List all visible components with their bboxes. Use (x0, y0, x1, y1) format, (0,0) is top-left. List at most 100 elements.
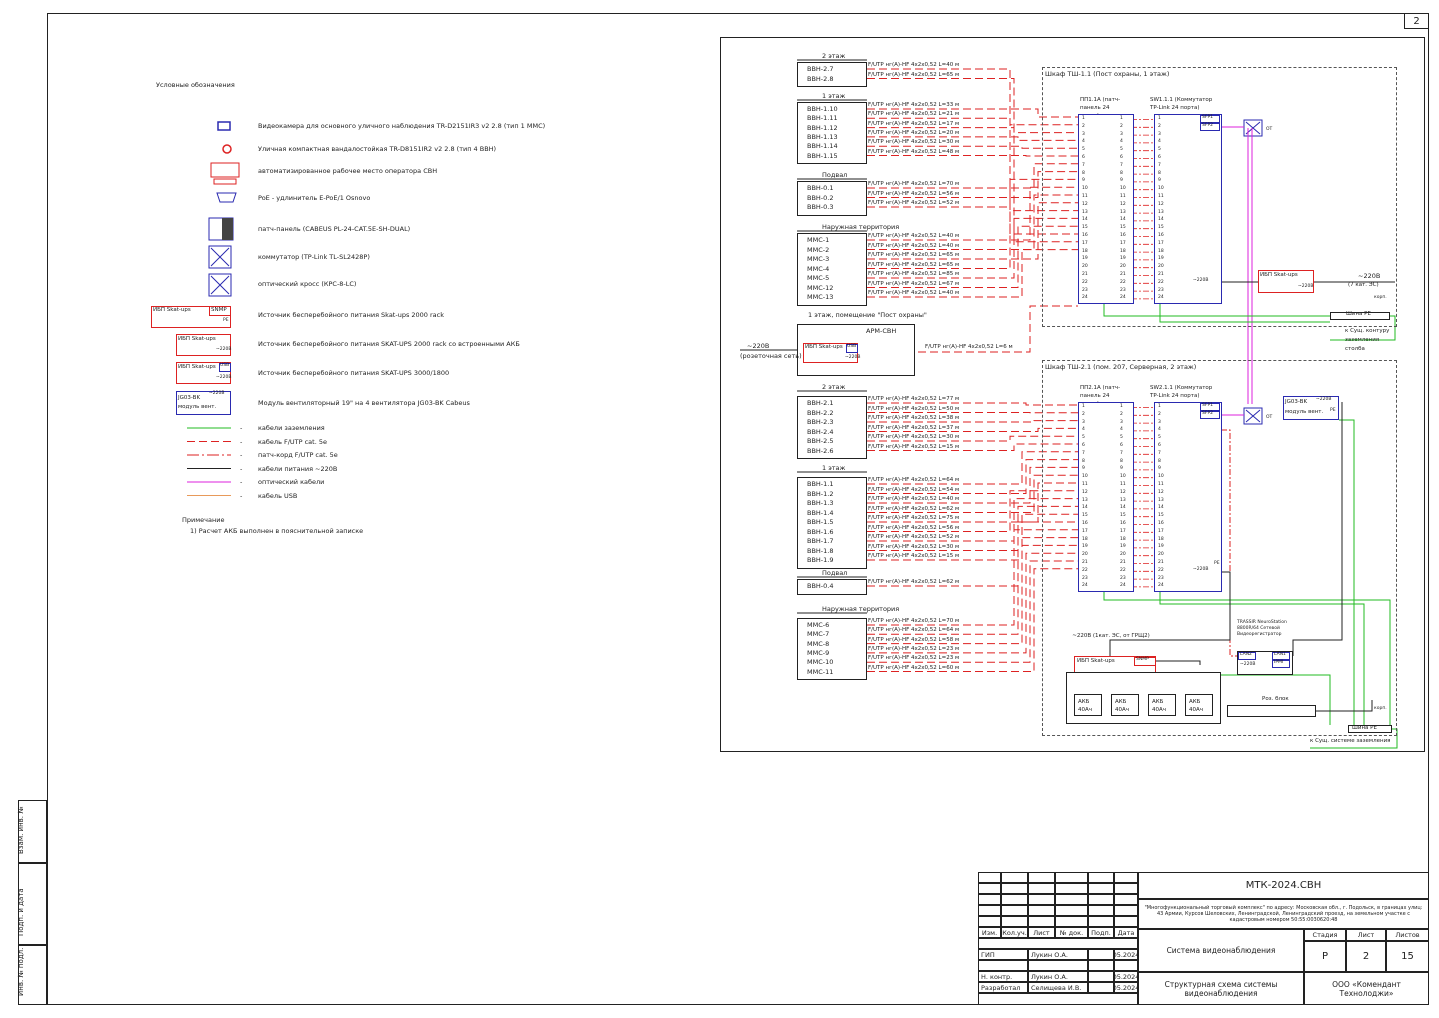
cab2-socket-block (1227, 705, 1316, 717)
legend-title: Условные обозначения (156, 81, 235, 89)
pp-port: 18 (1120, 536, 1126, 542)
arm-ups-label: ИБП Skat-ups (805, 344, 843, 350)
pp-port: 18 (1082, 536, 1088, 542)
camera-cable (867, 552, 1078, 654)
legend-ups-akb (176, 334, 231, 356)
pp-port: 17 (1082, 240, 1088, 246)
arm-ups-v: ~220В (845, 355, 861, 360)
tb-header-1: Кол.уч. (1001, 927, 1028, 938)
tb-sign-1 (1088, 971, 1114, 982)
cab2-power (1109, 571, 1231, 656)
arm-ups-usb (846, 344, 858, 353)
camera-cable (867, 513, 1078, 561)
pp-port: 11 (1082, 482, 1088, 487)
pp-port: 24 (1082, 583, 1088, 589)
device-name: ММС-5 (807, 274, 830, 282)
legend-ups3-label: ИБП Skat-ups (178, 364, 216, 370)
legend-ups-label: ИБП Skat-ups (153, 307, 191, 313)
legend-item-4: патч-панель (CABEUS PL-24-CAT.5E-SH-DUAL… (258, 225, 411, 233)
device-name: ВВН-1.13 (807, 132, 838, 141)
cab2-fan (1283, 396, 1339, 420)
switch-cross-icon (210, 247, 230, 267)
cable-label: F/UTP нг(А)-HF 4х2х0,52 L=85 м (868, 271, 960, 277)
tb-blank-cell (978, 894, 1001, 905)
pp-port: 16 (1082, 521, 1088, 526)
cab1-sfp1 (1200, 115, 1220, 123)
cable-label: F/UTP нг(А)-HF 4х2х0,52 L=62 м (868, 579, 960, 585)
camera-cable (867, 459, 1078, 494)
cab2-optical-cross-icon (1243, 407, 1263, 425)
tb-sign-2 (1088, 982, 1114, 993)
device-group-title-5: 1 этаж (822, 464, 846, 472)
switch-icon (208, 245, 232, 269)
device-group-1 (797, 102, 867, 164)
device-name: ММС-10 (807, 658, 834, 667)
sw-port: 14 (1158, 505, 1164, 511)
pp-port: 10 (1120, 186, 1126, 192)
sw-port: 21 (1158, 272, 1164, 277)
device-name: ВВН-0.2 (807, 193, 834, 202)
server-lan (1221, 429, 1238, 657)
pp-port: 3 (1082, 419, 1085, 425)
tb-blank-cell (1055, 894, 1088, 905)
sw-port: 10 (1158, 474, 1164, 480)
pp-port: 14 (1082, 217, 1088, 223)
pp-port: 20 (1082, 552, 1088, 558)
cab2-fan-label: JG03-BK (1285, 399, 1308, 405)
pp-port: 20 (1082, 264, 1088, 270)
sw-port: 17 (1158, 528, 1164, 534)
pp-port: 5 (1082, 435, 1085, 441)
cab1-korp: корп. (1374, 295, 1387, 300)
sw-port: 6 (1158, 443, 1161, 448)
tb-blank-cell (1114, 916, 1138, 927)
tb-blank-cell (1028, 894, 1055, 905)
sw-port: 20 (1158, 552, 1164, 558)
cab2-patch-panel (1078, 402, 1134, 592)
cable-label: F/UTP нг(А)-HF 4х2х0,52 L=40 м (868, 290, 960, 296)
battery-3 (1185, 694, 1213, 716)
legend-line-dash-5: - (240, 491, 243, 500)
tb-blank-cell (1088, 883, 1114, 894)
sw-port: 19 (1158, 544, 1164, 550)
battery-1 (1111, 694, 1139, 716)
pp-port: 15 (1120, 513, 1126, 519)
camera-cable (867, 136, 1078, 141)
pp-port: 8 (1120, 458, 1123, 464)
sw-port: 18 (1158, 248, 1164, 254)
sw-port: 13 (1158, 209, 1164, 215)
camera-cable (867, 451, 1078, 485)
device-name: ВВН-1.7 (807, 537, 834, 545)
pp-port: 12 (1082, 489, 1088, 495)
cable-label: F/UTP нг(А)-HF 4х2х0,52 L=77 м (868, 396, 960, 402)
device-name: ВВН-1.15 (807, 151, 838, 160)
cab2-ground-2 (1159, 590, 1365, 725)
sw-port: 22 (1158, 567, 1164, 573)
tb-date-0: 05.2024 (1114, 949, 1138, 960)
cab2-sfp2 (1200, 411, 1220, 419)
device-name: ВВН-1.14 (807, 142, 838, 151)
tb-blank-cell (1001, 883, 1028, 894)
pp-port: 23 (1082, 287, 1088, 293)
cable-label: F/UTP нг(А)-HF 4х2х0,52 L=56 м (868, 524, 960, 531)
tb-stage: Р (1304, 941, 1346, 972)
device-group-title-7: Наружная территория (822, 605, 900, 613)
legend-line-label-2: патч-корд F/UTP cat. 5e (258, 451, 338, 459)
cable-label: F/UTP нг(А)-HF 4х2х0,52 L=38 м (868, 415, 960, 421)
device-name: ВВН-1.10 (807, 105, 838, 113)
tb-blank-cell (1028, 905, 1055, 916)
device-group-title-3: Наружная территория (822, 223, 900, 231)
pp-port: 12 (1082, 201, 1088, 207)
cab1-switch (1154, 114, 1222, 304)
legend-line-label-4: оптический кабели (258, 478, 325, 486)
pp-port: 20 (1120, 552, 1126, 558)
tb-blank-cell (1001, 894, 1028, 905)
tb-blank-cell (978, 916, 1001, 927)
cab1-pe-bus (1330, 312, 1390, 320)
camera-cable (867, 544, 1078, 645)
pp-port: 13 (1120, 209, 1126, 215)
pp-port: 15 (1082, 225, 1088, 231)
cable-label: F/UTP нг(А)-HF 4х2х0,52 L=65 м (868, 261, 960, 268)
device-group-7 (797, 618, 867, 680)
tb-blank (1028, 960, 1088, 971)
cab2-ot-label: ОТ (1266, 415, 1273, 420)
